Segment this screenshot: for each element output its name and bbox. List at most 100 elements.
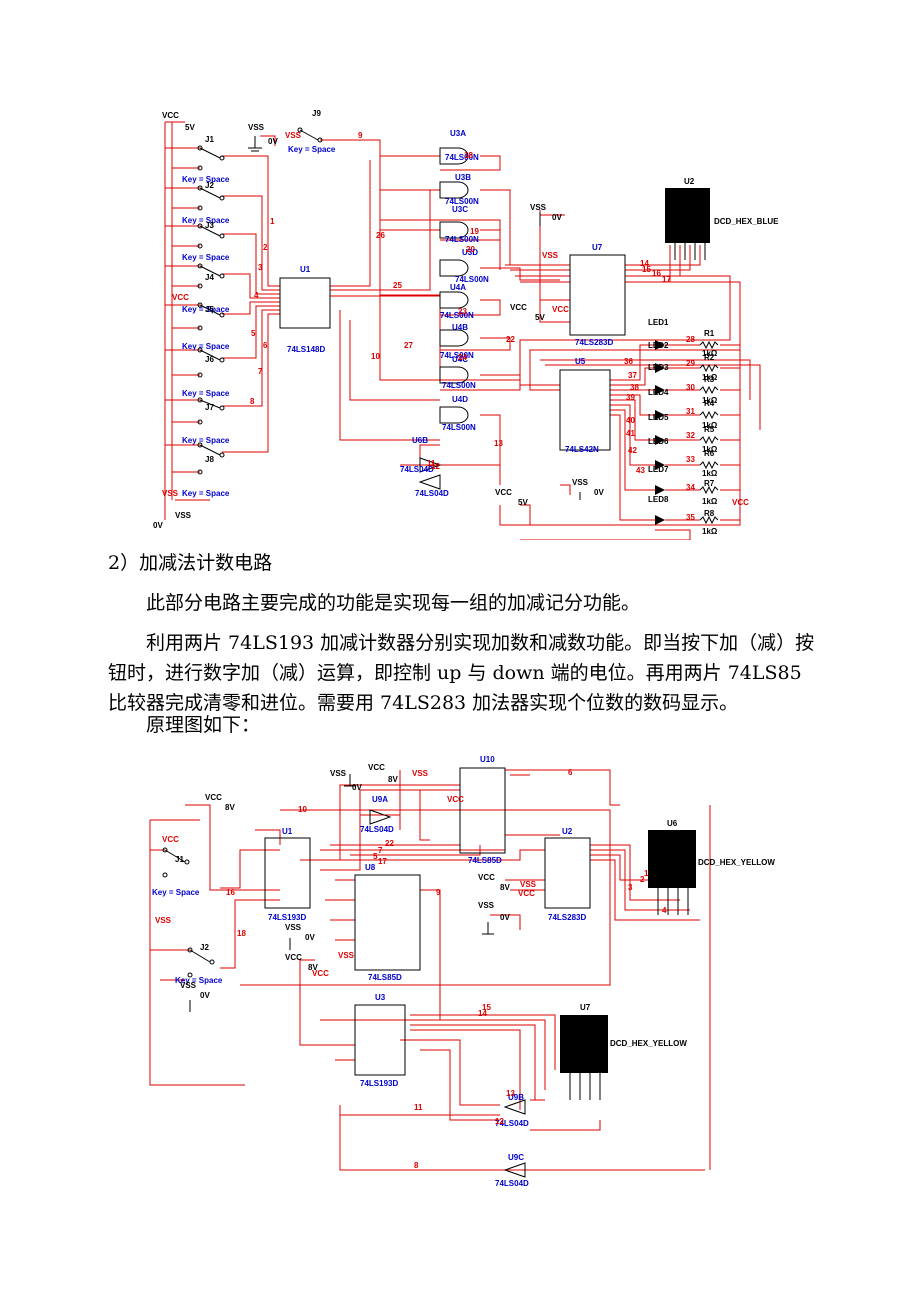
- vcc-s2b: VCC: [447, 795, 464, 804]
- net-label: 5: [373, 852, 378, 861]
- paragraph-function: 此部分电路主要完成的功能是实现每一组的加减记分功能。: [146, 592, 641, 614]
- u9a-type: 74LS04D: [360, 825, 394, 834]
- net-label: 7: [258, 367, 263, 376]
- u3b-label: U3B: [455, 173, 471, 182]
- vss-s2f: VSS: [180, 981, 197, 990]
- u9a-label: U9A: [372, 795, 388, 804]
- vcc-left: VCC: [172, 293, 189, 302]
- vcc-s2k: VCC: [518, 889, 535, 898]
- net-label: 4: [254, 291, 259, 300]
- net-label: 10: [371, 352, 380, 361]
- net-label: 19: [470, 227, 479, 236]
- 0v-bottom: 0V: [153, 521, 163, 530]
- net-label: 29: [686, 359, 695, 368]
- 0v-label: 0V: [268, 137, 278, 146]
- vcc-s2j: VCC: [478, 873, 495, 882]
- r8-label: R8: [704, 509, 715, 518]
- led3-label: LED3: [648, 363, 669, 372]
- hex-yellow-1: DCD_HEX_YELLOW: [698, 858, 775, 867]
- j8-label: J8: [205, 455, 214, 464]
- net-label: 14: [478, 1009, 487, 1018]
- u3c-label: U3C: [452, 205, 468, 214]
- net-label: 18: [464, 151, 473, 160]
- led4-label: LED4: [648, 388, 669, 397]
- net-label: 31: [686, 407, 695, 416]
- vss-s2b: VSS: [412, 769, 429, 778]
- u9b-label: U9B: [508, 1093, 524, 1102]
- net-label: 10: [298, 805, 307, 814]
- r1k: 1kΩ: [702, 527, 718, 536]
- u3b-type: 74LS00N: [445, 197, 479, 206]
- net-label: 42: [628, 446, 637, 455]
- 8v-s2: 8V: [388, 775, 398, 784]
- 5v-label: 5V: [185, 123, 195, 132]
- section-heading: 2）加减法计数电路: [108, 552, 273, 574]
- 0v-s2k: 0V: [500, 913, 510, 922]
- net-label: 15: [482, 1003, 491, 1012]
- u4d-label: U4D: [452, 395, 468, 404]
- key-label: Key = Space: [182, 489, 230, 498]
- net-label: 17: [378, 857, 387, 866]
- vss-label: VSS: [248, 123, 265, 132]
- 0v-s2g: 0V: [305, 933, 315, 942]
- u3-type: 74LS193D: [360, 1079, 398, 1088]
- net-label: 18: [237, 929, 246, 938]
- net-label: 5: [251, 329, 256, 338]
- vss-bottom: VSS: [175, 511, 192, 520]
- j2-label: J2: [205, 181, 214, 190]
- r1k: 1kΩ: [702, 373, 718, 382]
- r3-label: R3: [704, 375, 715, 384]
- r5-label: R5: [704, 425, 715, 434]
- u1-label: U1: [300, 265, 311, 274]
- vss-s2k: VSS: [478, 901, 495, 910]
- u8-label: U8: [365, 863, 376, 872]
- u7-label: U7: [580, 1003, 591, 1012]
- j1-label: J1: [205, 135, 214, 144]
- 8v-s2j: 8V: [500, 883, 510, 892]
- key-label: Key = Space: [182, 436, 230, 445]
- u6-label: U6: [667, 819, 678, 828]
- key-label: Key = Space: [182, 175, 230, 184]
- u1-type: 74LS148D: [287, 345, 325, 354]
- hex-blue: DCD_HEX_BLUE: [714, 217, 779, 226]
- u4c-type: 74LS00N: [442, 381, 476, 390]
- net-label: 43: [636, 466, 645, 475]
- net-label: 2: [640, 875, 645, 884]
- u6b-label: U6B: [412, 436, 428, 445]
- j2-key: Key = Space: [175, 976, 223, 985]
- u4c-label: U4C: [452, 355, 468, 364]
- u3a-label: U3A: [450, 129, 466, 138]
- j1-key: Key = Space: [152, 888, 200, 897]
- net-label: 39: [626, 393, 635, 402]
- vcc-s2d: VCC: [162, 835, 179, 844]
- r1k: 1kΩ: [702, 445, 718, 454]
- vcc-s2i: VCC: [312, 969, 329, 978]
- net-label: 22: [385, 839, 394, 848]
- u9b-type: 74LS04D: [495, 1119, 529, 1128]
- r1k: 1kΩ: [702, 396, 718, 405]
- net-label: 6: [568, 768, 573, 777]
- u4b-type: 74LS00N: [440, 351, 474, 360]
- net-label: 27: [404, 341, 413, 350]
- u7-label: U7: [592, 243, 603, 252]
- r1k: 1kΩ: [702, 421, 718, 430]
- schematic-2: VSS VCC 8V 0V VSS VCC U9A 74LS04D U10 74…: [149, 755, 775, 1188]
- u4b-label: U4B: [452, 323, 468, 332]
- vss-bottom2: VSS: [572, 478, 589, 487]
- vcc-s2: VCC: [368, 763, 385, 772]
- net-label: 7: [378, 846, 383, 855]
- net-label: 38: [630, 383, 639, 392]
- 0v-bottom2: 0V: [594, 488, 604, 497]
- r6-label: R6: [704, 449, 715, 458]
- 8v-s2h: 8V: [308, 963, 318, 972]
- net-label: 12: [431, 462, 440, 471]
- net-label: 15: [642, 265, 651, 274]
- 8v-s2c: 8V: [225, 803, 235, 812]
- net-label: 33: [686, 455, 695, 464]
- led1-label: LED1: [648, 318, 669, 327]
- vss-top: VSS: [530, 203, 547, 212]
- vss-s2e: VSS: [155, 916, 172, 925]
- r2-label: R2: [704, 353, 715, 362]
- vcc-u7: VCC: [510, 303, 527, 312]
- key-label: Key = Space: [182, 253, 230, 262]
